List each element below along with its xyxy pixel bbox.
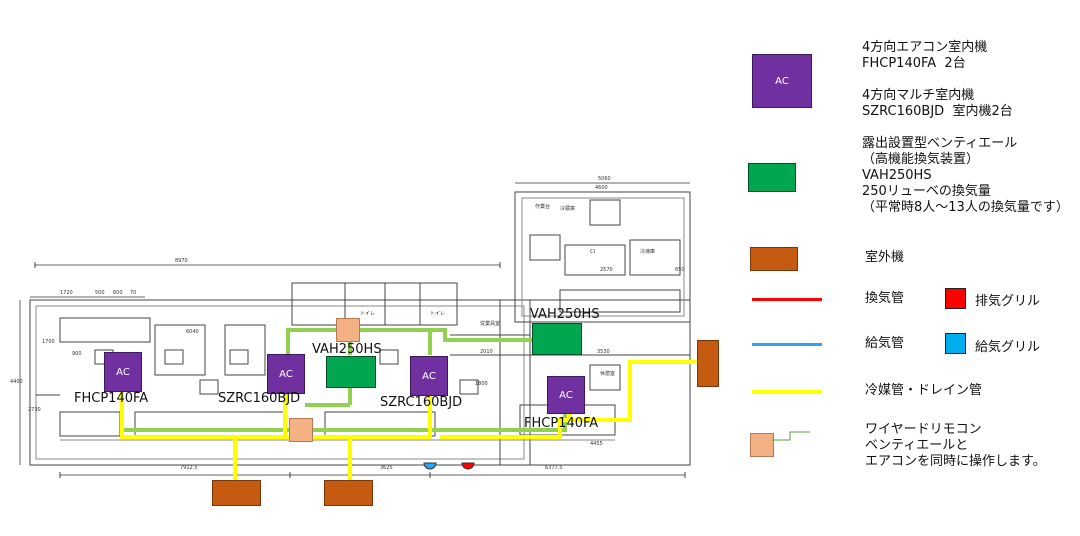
outdoor-unit-2 [324,480,373,506]
vent-unit-2-caption: VAH250HS [312,342,382,357]
dim-bottom-3: 6377.5 [545,465,563,471]
vent-duct-2 [360,328,532,342]
refrigerant-pipe-5 [590,360,698,422]
dim-j: 2010 [480,349,493,355]
legend-exhaust-grill-icon [945,288,966,309]
room-worktable: 作業台 [535,204,551,210]
kitchen-outline [514,191,691,323]
ac-unit-1: AC [104,352,142,392]
legend-supply-pipe-text: 給気管 [865,336,905,351]
legend-outdoor-icon [750,247,798,271]
ac-unit-2: AC [267,354,305,394]
legend-outdoor-text: 室外機 [865,250,905,265]
refrigerant-pipe-7 [440,418,590,439]
ac-unit-4-caption: FHCP140FA [524,416,599,431]
ac-unit-3-caption: SZRC160BJD [380,395,463,410]
dim-a: 1720 [60,290,73,296]
dim-m: 650 [675,267,685,273]
legend: AC 4方向エアコン室内機 FHCP140FA 2台 4方向マルチ室内機 SZR… [730,0,1080,536]
dim-g: 4400 [10,379,23,385]
dim-n: 4455 [590,441,603,447]
outdoor-unit-1 [212,480,261,506]
dim-bottom-2: 3625 [380,465,393,471]
ac-unit-3: AC [410,356,448,396]
dim-h: 2730 [28,407,41,413]
legend-supply-grill-text: 給気グリル [975,340,1041,355]
room-toilet-1: トイレ [360,311,376,317]
ac-unit-1-label: AC [116,366,130,378]
vent-unit-2 [326,356,376,388]
dim-overall: 8970 [175,258,188,264]
dim-b: 500 [95,290,105,296]
dim-l: 2570 [600,267,613,273]
room-fridge: 冷蔵庫 [560,206,576,212]
legend-exhaust-grill-text: 排気グリル [975,294,1041,309]
dim-i: 1800 [475,381,488,387]
dim-o: 6040 [186,329,199,335]
legend-exhaust-pipe-line [752,298,822,301]
refrigerant-pipe-1 [120,390,237,480]
dim-kitchen-width: 5060 [598,176,611,182]
floor-plan: 8970 5060 4600 1720 500 600 70 1700 900 … [10,176,719,506]
ac-unit-3-label: AC [422,370,436,382]
legend-refrigerant-text: 冷媒管・ドレイン管 [865,383,983,398]
ac-unit-4-label: AC [559,389,573,401]
toilet-block [291,282,458,326]
legend-ac-text: 4方向エアコン室内機 FHCP140FA 2台 4方向マルチ室内機 SZRC16… [862,40,1013,119]
vent-unit-1-caption: VAH250HS [530,307,600,322]
wall-outline-right [499,299,691,466]
remote-controller-2 [289,418,313,442]
legend-supply-grill-icon [945,333,966,354]
floor-plan-drawing [19,182,698,480]
ac-unit-2-caption: SZRC160BJD [218,391,301,406]
room-toilet-2: トイレ [430,311,446,317]
dim-kitchen-inner: 4600 [595,185,608,191]
room-staff: 従業員室 [480,321,501,327]
legend-remote-icon [750,433,774,457]
dim-bottom-1: 7912.5 [180,465,198,471]
legend-vent-icon [748,163,796,192]
outdoor-unit-3 [697,340,719,387]
wall-outline-main [29,299,531,466]
remote-controller-1 [336,318,360,342]
ac-unit-1-caption: FHCP140FA [74,391,149,406]
dim-c: 600 [113,290,123,296]
dim-f: 900 [72,351,82,357]
legend-refrigerant-line [752,390,822,394]
legend-remote-wire [772,431,810,441]
supply-grill-marker [423,462,437,470]
legend-remote-text: ワイヤードリモコン ベンティエールと エアコンを同時に操作します。 [865,422,1046,469]
legend-ac-icon-label: AC [775,75,789,87]
dim-d: 70 [130,290,137,296]
ac-unit-2-label: AC [279,368,293,380]
room-ci: CI [590,249,595,255]
room-freezer: 冷凍庫 [640,249,656,255]
legend-exhaust-pipe-text: 換気管 [865,291,905,306]
legend-supply-pipe-line [752,343,822,346]
ac-unit-4: AC [547,376,585,414]
refrigerant-pipe-3 [350,395,432,439]
dim-e: 1700 [42,339,55,345]
legend-ac-icon: AC [752,54,812,108]
room-rest: 休憩室 [600,371,616,377]
exhaust-grill-marker [461,462,475,470]
dim-k: 3530 [597,349,610,355]
legend-vent-text: 露出設置型ベンティエール （高機能換気装置） VAH250HS 250リューベの… [862,136,1069,215]
vent-unit-1 [532,323,582,355]
